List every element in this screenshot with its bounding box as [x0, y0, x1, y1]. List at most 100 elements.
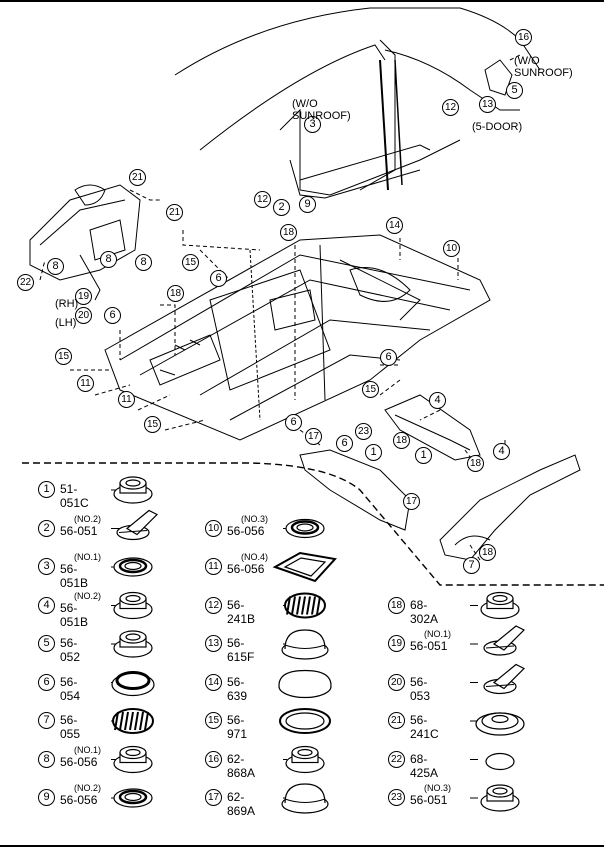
callout-17: 17: [403, 493, 420, 510]
part-variant: (NO.3): [424, 783, 451, 793]
part-code: 56-053: [410, 675, 430, 703]
part-code: (NO.1)56-051B: [60, 552, 101, 590]
callout-1: 1: [365, 444, 382, 461]
callout-20: 20: [75, 307, 92, 324]
part-number: 56-051: [60, 523, 98, 538]
part-number: 56-241B: [227, 597, 256, 626]
part-code: 56-615F: [227, 636, 254, 664]
part-variant: (NO.3): [241, 513, 268, 524]
part-icon-small-disc: [485, 752, 515, 771]
callout-8: 8: [100, 251, 117, 268]
part-icon-dome: [281, 629, 329, 660]
part-icon-flat: [285, 518, 325, 539]
part-icon-ring: [279, 708, 331, 734]
legend-number: 19: [388, 635, 405, 652]
part-code: 56-052: [60, 636, 80, 664]
legend-number: 15: [205, 712, 222, 729]
part-code: (NO.4)56-056: [227, 552, 268, 576]
callout-4: 4: [493, 443, 510, 460]
callout-15: 15: [182, 254, 199, 271]
callout-18: 18: [280, 224, 297, 241]
part-icon-grommet: [113, 630, 153, 658]
callout-6: 6: [380, 349, 397, 366]
part-code: (NO.2)56-051: [60, 514, 101, 538]
callout-4: 4: [429, 392, 446, 409]
part-code: (NO.1)56-056: [60, 745, 101, 769]
part-code: 51-051C: [60, 482, 89, 510]
callout-11: 11: [77, 375, 94, 392]
part-icon-ribbed: [284, 592, 326, 619]
callout-12: 12: [442, 99, 459, 116]
part-code: 56-054: [60, 675, 80, 703]
part-variant: (NO.2): [74, 513, 101, 524]
diagram-note: (W/O: [292, 98, 318, 110]
part-variant: (NO.1): [424, 629, 451, 639]
callout-16: 16: [515, 29, 532, 46]
part-number: 62-868A: [227, 751, 256, 780]
callout-5: 5: [506, 82, 523, 99]
part-icon-disc-lip: [475, 712, 525, 736]
part-code: 56-241B: [227, 598, 255, 626]
diagram-note: SUNROOF): [292, 110, 351, 122]
part-number: 56-051B: [60, 600, 89, 629]
part-icon-grommet: [480, 591, 520, 620]
part-code: 56-055: [60, 713, 80, 741]
part-number: 51-051C: [60, 482, 89, 510]
part-code: (NO.2)56-056: [60, 783, 101, 807]
legend-number: 23: [388, 789, 405, 806]
callout-23: 23: [355, 423, 372, 440]
floor-pan: [104, 234, 491, 441]
callout-6: 6: [104, 307, 121, 324]
legend-number: 18: [388, 596, 405, 614]
legend-number: 14: [205, 673, 222, 691]
diagram-note: (W/O: [514, 55, 540, 67]
legend-number: 20: [388, 673, 405, 691]
callout-11: 11: [118, 391, 135, 408]
part-code: (NO.3)56-051: [410, 783, 451, 807]
part-code: 62-868A: [227, 752, 255, 780]
part-number: 56-054: [60, 674, 81, 703]
part-icon-ribbed: [112, 708, 154, 734]
part-number: 56-055: [60, 713, 81, 741]
callout-22: 22: [17, 274, 34, 291]
part-number: 56-971: [227, 713, 248, 741]
callout-19: 19: [75, 288, 92, 305]
callout-1: 1: [415, 447, 432, 464]
callout-18: 18: [167, 285, 184, 302]
legend-number: 2: [38, 519, 55, 537]
callout-10: 10: [443, 240, 460, 257]
part-number: 56-056: [60, 754, 98, 769]
callout-8: 8: [135, 254, 152, 271]
callout-15: 15: [362, 381, 379, 398]
callout-9: 9: [299, 196, 316, 213]
leader-lines: [39, 54, 521, 561]
callout-15: 15: [144, 416, 161, 433]
callout-18: 18: [479, 544, 496, 561]
part-code: (NO.2)56-051B: [60, 591, 101, 629]
part-number: 56-051: [410, 639, 448, 653]
part-code: 62-869A: [227, 790, 255, 818]
part-icon-rect: [272, 551, 337, 583]
legend-number: 13: [205, 635, 222, 652]
part-icon-dome: [281, 783, 329, 814]
part-variant: (NO.1): [74, 744, 101, 755]
legend-number: 10: [205, 519, 222, 537]
part-code: 68-302A: [410, 598, 438, 626]
legend-number: 22: [388, 750, 405, 768]
part-number: 56-051B: [60, 562, 89, 590]
section-divider: [22, 462, 604, 586]
part-icon-plug-tab: [483, 625, 526, 656]
legend-number: 8: [38, 750, 55, 768]
legend-number: 7: [38, 712, 55, 729]
callout-8: 8: [47, 258, 64, 275]
legend-number: 12: [205, 596, 222, 614]
callout-7: 7: [463, 557, 480, 574]
part-number: 56-053: [410, 674, 431, 703]
diagram-note: (LH): [55, 317, 77, 329]
part-number: 56-615F: [227, 636, 255, 664]
car-body-outline: [174, 7, 541, 199]
legend-number: 3: [38, 558, 55, 575]
cross-member-right: [299, 394, 581, 561]
